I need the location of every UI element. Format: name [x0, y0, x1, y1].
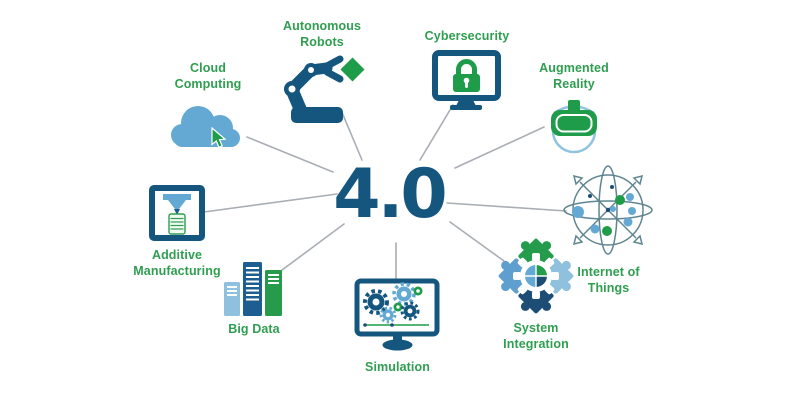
item-simulation: Simulation: [350, 278, 445, 375]
item-label: Augmented Reality: [539, 61, 609, 91]
item-label: Cybersecurity: [424, 29, 510, 43]
item-label: System Integration: [503, 321, 569, 351]
item-cloud-computing: Cloud Computing: [152, 60, 264, 159]
cloud-icon: [171, 106, 240, 149]
item-cybersecurity: Cybersecurity: [403, 28, 531, 113]
vr-headset-icon: [551, 100, 597, 154]
connector-line-internet-of-things: [446, 202, 567, 212]
item-system-integration: System Integration: [494, 237, 578, 352]
puzzle-gear-icon: [498, 238, 574, 314]
item-augmented-reality: Augmented Reality: [520, 60, 628, 161]
cursor-icon: [211, 126, 227, 149]
item-label: Additive Manufacturing: [133, 248, 221, 278]
monitor-gears-icon: [354, 278, 439, 351]
connector-line-additive-manufacturing: [203, 193, 338, 213]
item-label: Internet of Things: [577, 265, 640, 295]
item-label: Simulation: [365, 360, 430, 374]
gears-icon: [362, 282, 422, 324]
item-label: Autonomous Robots: [282, 19, 362, 49]
connector-line-big-data: [273, 223, 345, 277]
item-autonomous-robots: Autonomous Robots: [262, 18, 382, 125]
connector-line-augmented-reality: [454, 126, 545, 169]
server-bars-icon: [224, 262, 282, 316]
connected-globe-icon: [563, 165, 653, 255]
connector-line-cloud-computing: [246, 136, 334, 173]
item-internet-of-things: Internet of Things: [560, 162, 657, 296]
center-label: 4.0: [333, 155, 447, 234]
connector-line-cybersecurity: [419, 104, 454, 161]
item-label: Cloud Computing: [174, 61, 242, 91]
diamond-part-icon: [339, 57, 365, 82]
connector-line-system-integration: [449, 221, 505, 262]
item-big-data: Big Data: [220, 262, 288, 337]
item-additive-manufacturing: Additive Manufacturing: [118, 184, 236, 279]
robot-arm-icon: [283, 55, 365, 123]
connector-line-autonomous-robots: [340, 109, 363, 161]
printer-3d-icon: [149, 185, 205, 241]
padlock-icon: [452, 59, 480, 92]
monitor-padlock-icon: [431, 50, 501, 110]
item-label: Big Data: [228, 322, 280, 336]
